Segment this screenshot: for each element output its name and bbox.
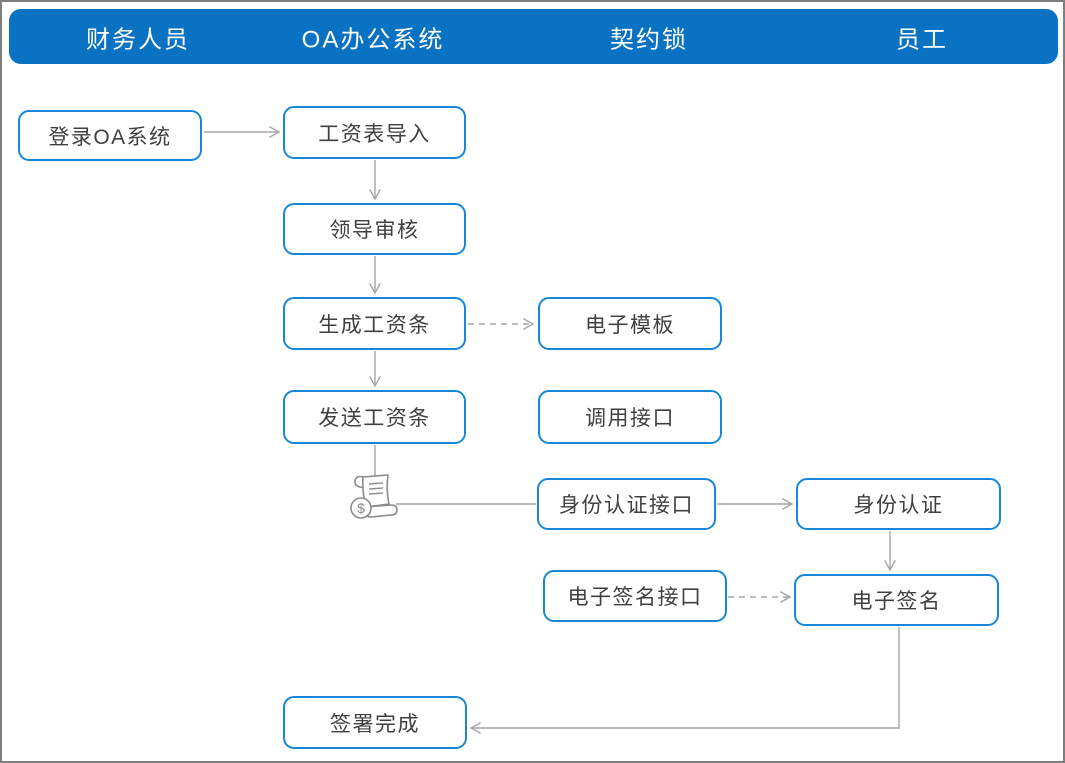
swimlane-header: 财务人员 OA办公系统 契约锁 员工 [9, 9, 1058, 64]
receipt-curl [354, 475, 365, 489]
node-send-payslip: 发送工资条 [283, 390, 466, 444]
lane-label-employee: 员工 [896, 26, 948, 53]
node-generate-payslip: 生成工资条 [283, 297, 466, 350]
payslip-receipt-icon: $ [350, 474, 398, 519]
node-e-sign-api: 电子签名接口 [543, 570, 727, 622]
node-e-sign: 电子签名 [794, 574, 999, 626]
node-call-api: 调用接口 [538, 390, 722, 444]
node-login-oa: 登录OA系统 [18, 110, 202, 161]
node-salary-import: 工资表导入 [283, 106, 466, 159]
node-e-template: 电子模板 [538, 297, 722, 350]
lane-label-qiyuesuo: 契约锁 [610, 26, 688, 53]
dollar-symbol: $ [357, 500, 365, 516]
lane-label-oa-system: OA办公系统 [301, 26, 445, 53]
dollar-circle [350, 497, 372, 519]
arrow-esign-to-complete [469, 627, 900, 734]
node-sign-complete: 签署完成 [283, 696, 467, 749]
node-identity-auth-api: 身份认证接口 [537, 478, 716, 530]
lane-label-finance-staff: 财务人员 [86, 26, 190, 53]
node-leader-review: 领导审核 [283, 203, 466, 255]
node-identity-auth: 身份认证 [796, 478, 1001, 530]
